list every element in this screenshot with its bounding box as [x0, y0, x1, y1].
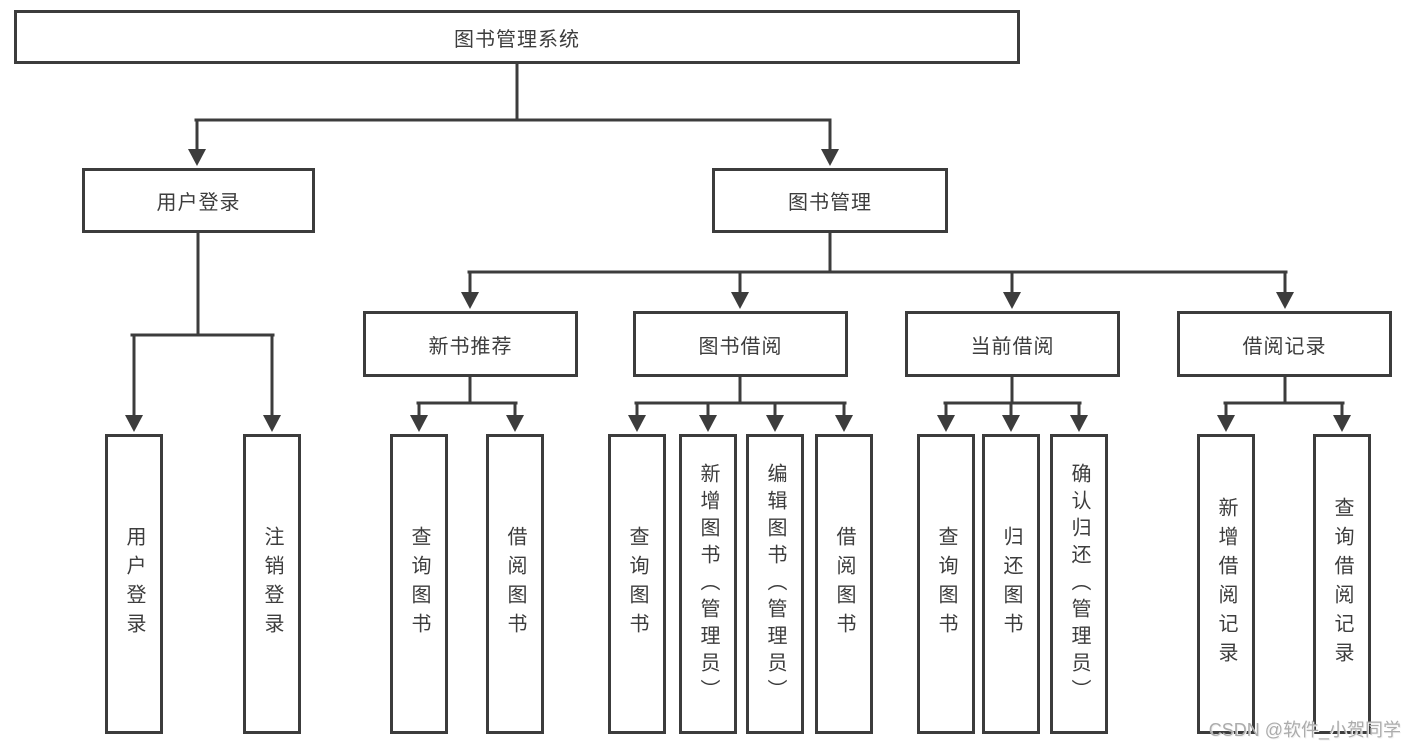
leaf-borrow-books: 借阅图书	[815, 434, 873, 734]
node-label: 用户登录	[156, 192, 241, 214]
leaf-query-books-recommend: 查询图书	[390, 434, 448, 734]
leaf-edit-book-admin: 编辑图书（管理员）	[746, 434, 804, 734]
node-label: 图书借阅	[698, 335, 783, 358]
node-label: 查询图书	[626, 526, 648, 642]
node-current-borrowing: 当前借阅	[905, 311, 1120, 377]
node-label: 编辑图书（管理员）	[764, 462, 786, 706]
leaf-return-book: 归还图书	[982, 434, 1040, 734]
leaf-logout: 注销登录	[243, 434, 301, 734]
node-label: 当前借阅	[970, 335, 1055, 358]
node-label: 新增图书（管理员）	[697, 462, 719, 706]
node-label: 查询借阅记录	[1331, 497, 1353, 671]
leaf-add-book-admin: 新增图书（管理员）	[679, 434, 737, 734]
node-new-book-recommendation: 新书推荐	[363, 311, 578, 377]
node-label: 图书管理系统	[454, 28, 580, 51]
node-library-management-system: 图书管理系统	[14, 10, 1020, 64]
node-label: 确认归还（管理员）	[1068, 462, 1090, 706]
node-label: 查询图书	[935, 526, 957, 642]
leaf-query-books-borrowing: 查询图书	[608, 434, 666, 734]
node-label: 注销登录	[261, 526, 283, 642]
node-label: 用户登录	[123, 526, 145, 642]
leaf-query-borrow-record: 查询借阅记录	[1313, 434, 1371, 734]
node-label: 新书推荐	[428, 335, 513, 358]
node-label: 新增借阅记录	[1215, 497, 1237, 671]
node-label: 借阅记录	[1242, 335, 1327, 358]
leaf-confirm-return-admin: 确认归还（管理员）	[1050, 434, 1108, 734]
node-label: 借阅图书	[833, 526, 855, 642]
node-label: 归还图书	[1000, 526, 1022, 642]
node-label: 图书管理	[788, 192, 872, 214]
csdn-watermark: CSDN @软件_小贺同学	[1208, 720, 1401, 740]
node-label: 借阅图书	[504, 526, 526, 642]
node-borrowing-records: 借阅记录	[1177, 311, 1392, 377]
node-label: 查询图书	[408, 526, 430, 642]
leaf-borrow-books-recommend: 借阅图书	[486, 434, 544, 734]
node-book-borrowing: 图书借阅	[633, 311, 848, 377]
node-user-login: 用户登录	[82, 168, 315, 233]
leaf-user-login: 用户登录	[105, 434, 163, 734]
node-book-management: 图书管理	[712, 168, 948, 233]
leaf-query-books-current: 查询图书	[917, 434, 975, 734]
leaf-add-borrow-record: 新增借阅记录	[1197, 434, 1255, 734]
